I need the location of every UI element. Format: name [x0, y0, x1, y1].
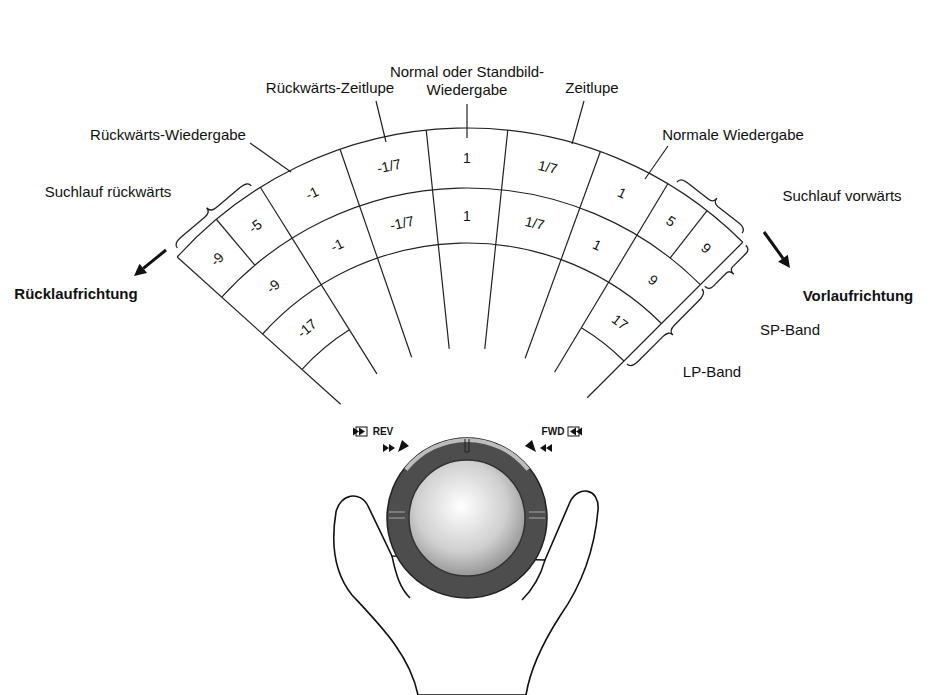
search-label: Suchlauf rückwärts	[45, 183, 172, 201]
scale-divider	[485, 130, 508, 349]
search-label: Suchlauf vorwärts	[782, 187, 901, 205]
speed-value: -1	[328, 235, 346, 256]
mode-label: Normale Wiedergabe	[662, 126, 804, 144]
speed-value: 1/7	[537, 157, 560, 178]
scale-arc	[581, 328, 624, 361]
speed-value: 1	[615, 184, 629, 203]
direction-label: Vorlaufrichtung	[803, 287, 914, 305]
speed-value: -1/7	[388, 212, 415, 234]
scale-arc	[263, 243, 662, 334]
speed-value: -17	[294, 315, 320, 341]
scale-arc	[177, 128, 743, 257]
leader-line	[572, 101, 584, 144]
scale-divider	[177, 257, 340, 404]
jog-knob	[409, 460, 525, 576]
button-label: REV	[373, 426, 394, 438]
bracket	[677, 180, 744, 233]
ring-grip	[529, 511, 545, 512]
mode-label: Rückwärts-Zeitlupe	[266, 79, 394, 97]
rewind-icon-arrows	[353, 428, 365, 436]
rev-pointer	[398, 440, 409, 452]
button-label: FWD	[542, 426, 565, 438]
bracket	[176, 184, 251, 248]
tape-speed-label: LP-Band	[683, 363, 741, 381]
speed-value: 1	[463, 150, 471, 167]
scale-divider	[525, 152, 600, 359]
scale-divider	[260, 187, 377, 374]
speed-value: -1/7	[375, 156, 402, 178]
direction-arrow-shaft	[143, 250, 166, 268]
direction-arrow-head	[778, 255, 790, 268]
direction-label: Rücklaufrichtung	[14, 285, 137, 303]
scale-divider	[587, 242, 743, 398]
rewind-symbol	[383, 444, 395, 452]
shuttle-ring	[387, 438, 547, 598]
forward-icon-arrows	[570, 428, 582, 436]
ring-grip	[389, 517, 405, 518]
leader-line	[466, 104, 467, 138]
speed-value: -9	[263, 276, 283, 297]
ring-grip	[389, 511, 405, 512]
speed-value: 1	[590, 236, 604, 255]
ring-notch	[465, 439, 469, 452]
speed-value: 1	[463, 208, 471, 225]
scale-divider	[555, 184, 668, 373]
tape-speed-label: SP-Band	[760, 321, 820, 339]
mode-label: Rückwärts-Wiedergabe	[90, 126, 246, 144]
jog-shuttle-dial	[353, 427, 582, 598]
leader-line	[250, 143, 291, 172]
direction-arrow-head	[134, 264, 147, 276]
scale-divider	[340, 149, 412, 357]
speed-value: -9	[207, 249, 228, 270]
speed-value: 1/7	[524, 213, 547, 234]
ring-grip	[529, 517, 545, 518]
bracket	[705, 245, 748, 288]
finger-tip	[522, 560, 545, 600]
speed-value: 17	[608, 311, 631, 334]
scale-divider	[426, 130, 449, 349]
mode-label: Normal oder Standbild-Wiedergabe	[377, 63, 557, 99]
mode-label: Zeitlupe	[565, 79, 618, 97]
forward-symbol	[540, 444, 552, 452]
speed-value: 9	[697, 239, 714, 257]
bracket	[627, 289, 703, 365]
speed-value: 5	[663, 212, 679, 230]
leader-line	[376, 101, 386, 142]
speed-value: -5	[245, 216, 265, 237]
fwd-pointer	[525, 440, 536, 452]
fan-scale	[177, 128, 743, 404]
speed-value: 9	[645, 271, 661, 289]
direction-arrow-shaft	[764, 232, 783, 258]
speed-value: -1	[303, 183, 321, 204]
leader-line	[645, 146, 668, 179]
